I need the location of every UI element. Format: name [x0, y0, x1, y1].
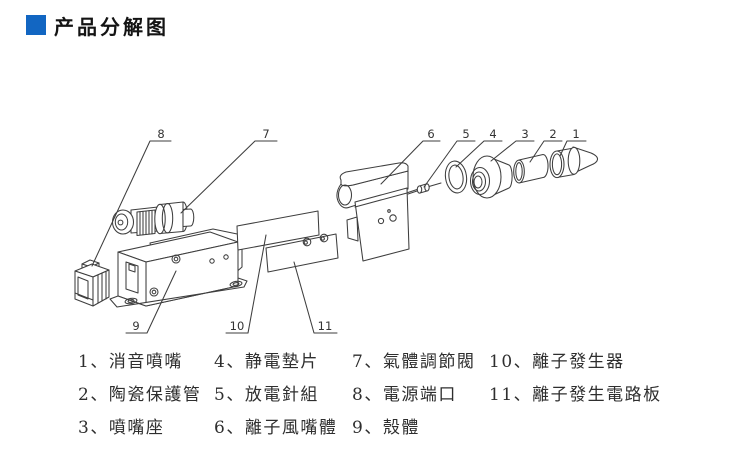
callout-1: 1	[559, 127, 587, 157]
callout-label-11: 11	[318, 319, 333, 333]
callout-label-6: 6	[427, 127, 434, 141]
legend-item-10: 10、離子發生器	[489, 352, 625, 372]
callout-label-8: 8	[157, 127, 164, 141]
callout-3: 3	[490, 127, 535, 162]
callout-10: 10	[225, 234, 267, 334]
callout-label-4: 4	[489, 127, 496, 141]
legend-item-2: 2、陶瓷保護管	[78, 385, 202, 405]
callout-7: 7	[180, 127, 278, 214]
part-power-port	[74, 259, 110, 307]
callout-8: 8	[91, 127, 172, 267]
legend-item-7: 7、氣體調節閥	[352, 352, 476, 372]
callout-5: 5	[423, 127, 476, 188]
callout-6: 6	[380, 127, 441, 185]
callout-label-1: 1	[572, 127, 579, 141]
legend-item-3: 3、噴嘴座	[78, 418, 165, 438]
callout-label-10: 10	[230, 319, 245, 333]
header-accent-square-icon	[26, 15, 46, 35]
part-ion-generator-plate	[236, 210, 320, 251]
legend-item-1: 1、消音噴嘴	[78, 352, 183, 372]
legend-item-5: 5、放電針組	[214, 385, 319, 405]
page-title: 产品分解图	[54, 15, 169, 39]
callout-4: 4	[455, 127, 503, 168]
callout-label-2: 2	[549, 127, 556, 141]
part-nozzle-seat	[469, 155, 513, 199]
part-muffler-nozzle	[549, 146, 599, 179]
legend-item-11: 11、離子發生電路板	[489, 385, 662, 405]
part-housing	[109, 228, 248, 308]
part-discharge-needle-set	[407, 182, 442, 195]
legend-item-6: 6、離子風嘴體	[214, 418, 338, 438]
callout-9: 9	[125, 270, 177, 334]
part-ceramic-tube	[513, 153, 549, 184]
legend-item-9: 9、殼體	[352, 418, 420, 438]
part-ion-nozzle-body	[336, 162, 410, 262]
callout-2: 2	[529, 127, 563, 163]
callout-label-9: 9	[132, 319, 139, 333]
legend-item-8: 8、電源端口	[352, 385, 457, 405]
callout-11: 11	[293, 261, 338, 334]
part-circuit-board-plate	[265, 233, 339, 273]
legend-item-4: 4、静電墊片	[214, 352, 319, 372]
part-static-gasket	[444, 160, 468, 194]
part-gas-regulator-valve	[111, 201, 195, 237]
callout-label-3: 3	[521, 127, 528, 141]
callout-label-7: 7	[262, 127, 269, 141]
callout-label-5: 5	[462, 127, 469, 141]
